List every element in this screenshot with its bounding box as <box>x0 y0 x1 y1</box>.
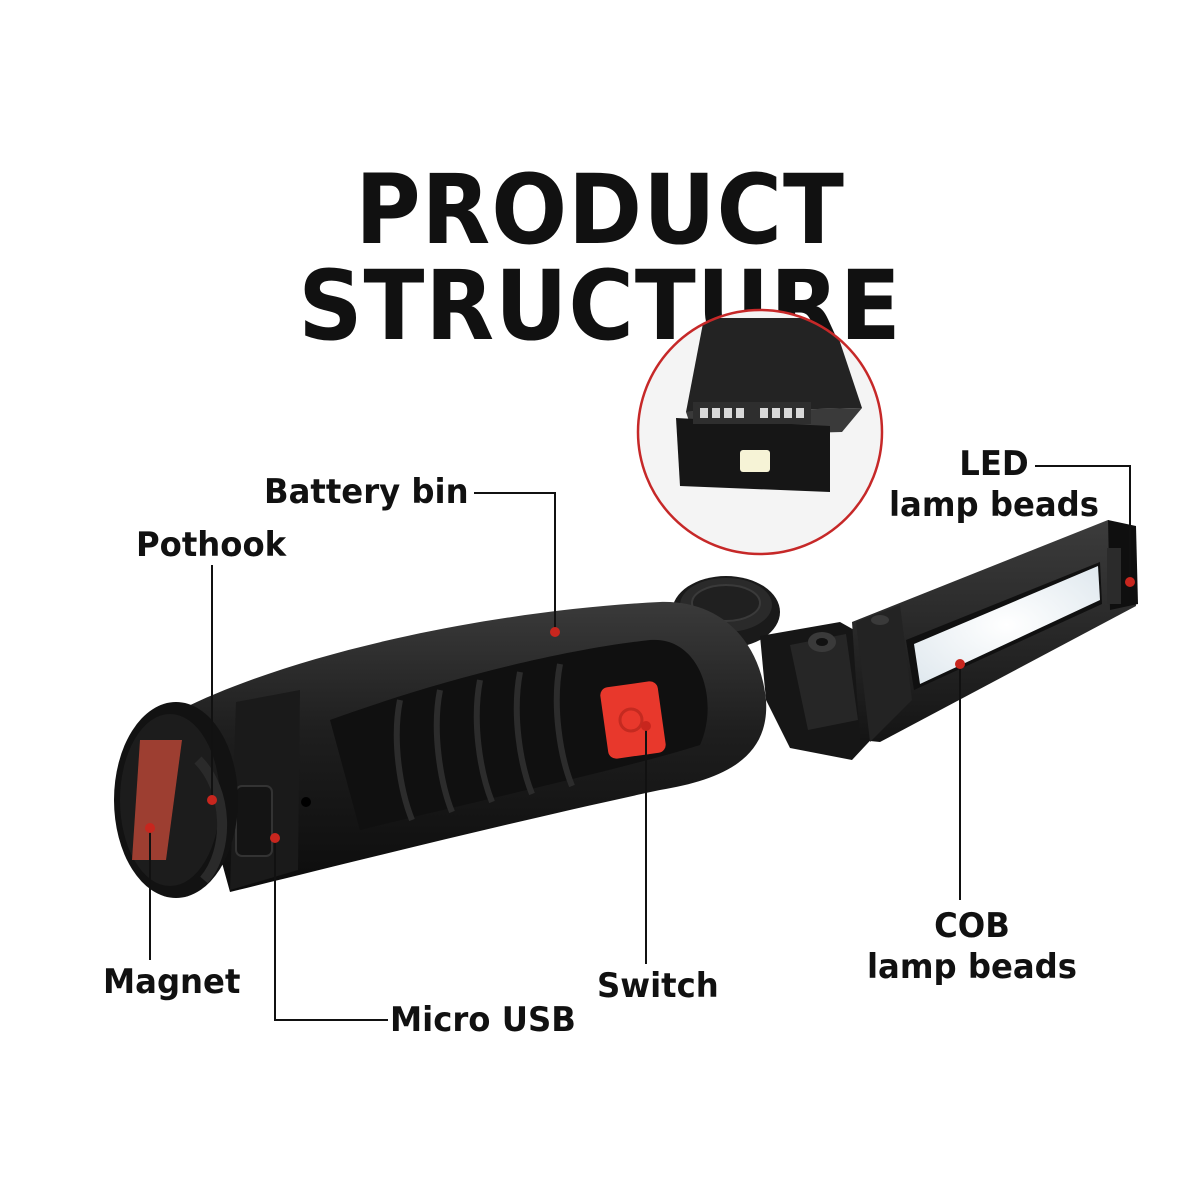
lamp-head <box>852 520 1138 742</box>
usb-port-cover <box>236 786 272 856</box>
cob-label-line1: COB <box>858 906 1086 947</box>
cob-label-line2: lamp beads <box>858 947 1086 988</box>
magnet-label: Magnet <box>103 962 240 1003</box>
switch-marker <box>641 721 651 731</box>
head-logo-mark <box>1107 548 1121 604</box>
cob-label: COB lamp beads <box>858 906 1086 989</box>
micro-usb-label: Micro USB <box>390 1000 576 1041</box>
led-label-line1: LED <box>880 444 1108 485</box>
micro-usb-marker <box>270 833 280 843</box>
pothook-label: Pothook <box>136 525 286 566</box>
battery-bin-label: Battery bin <box>264 472 469 513</box>
inset-closeup <box>638 310 882 554</box>
led-label-line2: lamp beads <box>880 485 1108 526</box>
cob-marker <box>955 659 965 669</box>
led-label: LED lamp beads <box>880 444 1108 527</box>
battery-bin-leader <box>474 493 555 632</box>
magnet-marker <box>145 823 155 833</box>
inset-led-bead <box>740 450 770 472</box>
pothook-marker <box>207 795 217 805</box>
switch-label: Switch <box>597 966 719 1007</box>
switch-button <box>599 680 666 759</box>
led-marker <box>1125 577 1135 587</box>
battery-bin-marker <box>550 627 560 637</box>
